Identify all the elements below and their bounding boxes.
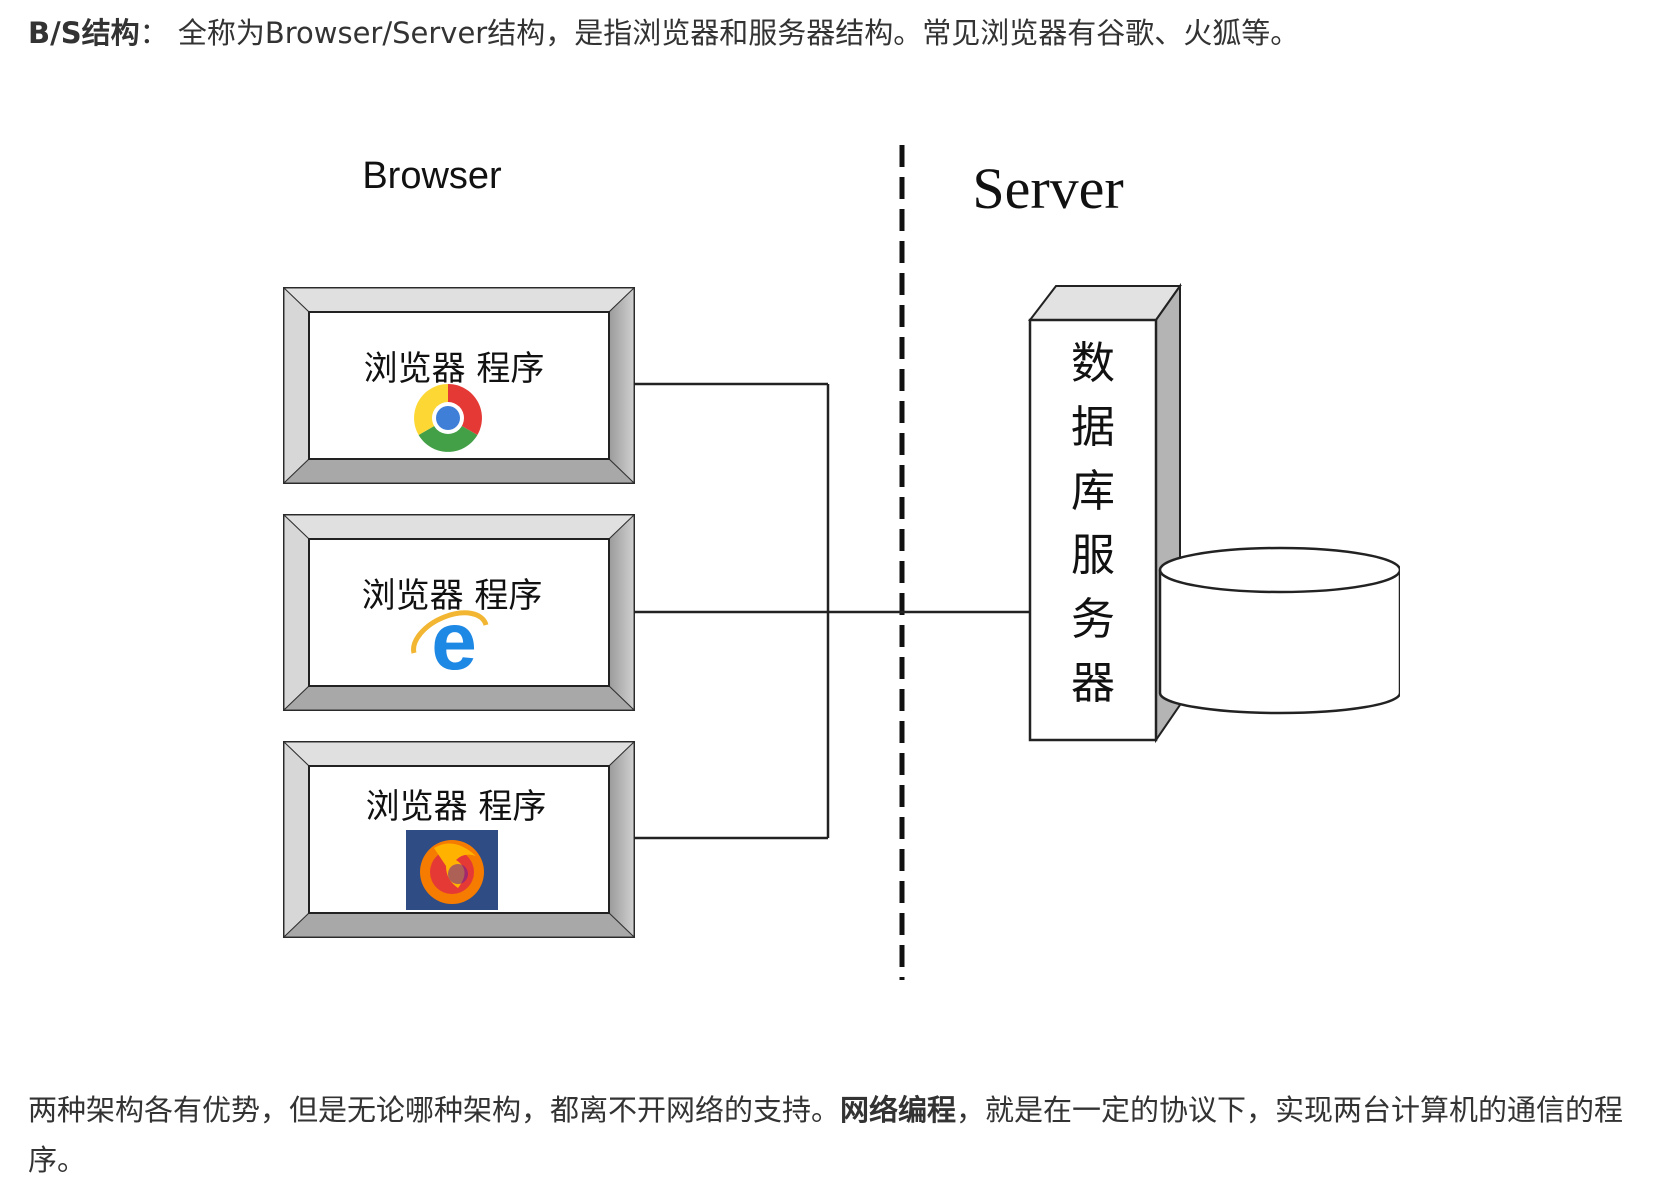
intro-colon: ： — [139, 16, 169, 50]
outro-text-a: 两种架构各有优势，但是无论哪种架构，都离不开网络的支持。 — [28, 1093, 841, 1127]
server-char-2: 据 — [1071, 402, 1115, 453]
client-label-3: 浏览器 程序 — [366, 787, 547, 827]
server-char-4: 服 — [1071, 530, 1115, 581]
server-title: Server — [972, 156, 1123, 221]
database-server-tower: 数 据 库 服 务 器 — [1027, 282, 1182, 744]
intro-paragraph: B/S结构： 全称为Browser/Server结构，是指浏览器和服务器结构。常… — [28, 8, 1648, 58]
outro-text-b: ，就是在一定的协议下，实现两台计算机的通信的程序。 — [28, 1093, 1624, 1177]
server-char-1: 数 — [1071, 338, 1115, 389]
client-label-1: 浏览器 程序 — [364, 349, 545, 389]
server-char-3: 库 — [1071, 466, 1115, 517]
database-cylinder-icon — [1158, 546, 1400, 715]
bs-architecture-diagram: Browser Server 浏览器 程序 浏览器 程序 e — [282, 145, 1400, 980]
network-programming-term: 网络编程 — [840, 1093, 957, 1127]
intro-text: 全称为Browser/Server结构，是指浏览器和服务器结构。常见浏览器有谷歌… — [177, 16, 1300, 50]
client-box-chrome: 浏览器 程序 — [282, 286, 636, 485]
chrome-icon — [414, 384, 482, 452]
bs-term: B/S结构 — [28, 16, 140, 50]
network-connection-lines — [634, 382, 1030, 840]
server-char-6: 器 — [1071, 658, 1115, 709]
browser-title: Browser — [362, 155, 502, 197]
client-box-ie: 浏览器 程序 e — [282, 513, 636, 712]
server-char-5: 务 — [1071, 594, 1115, 645]
internet-explorer-icon: e — [411, 596, 489, 687]
svg-text:e: e — [431, 596, 477, 687]
client-label-2: 浏览器 程序 — [362, 576, 543, 616]
outro-paragraph: 两种架构各有优势，但是无论哪种架构，都离不开网络的支持。网络编程，就是在一定的协… — [28, 1085, 1648, 1185]
firefox-icon — [406, 830, 498, 910]
client-box-firefox: 浏览器 程序 — [282, 740, 636, 939]
